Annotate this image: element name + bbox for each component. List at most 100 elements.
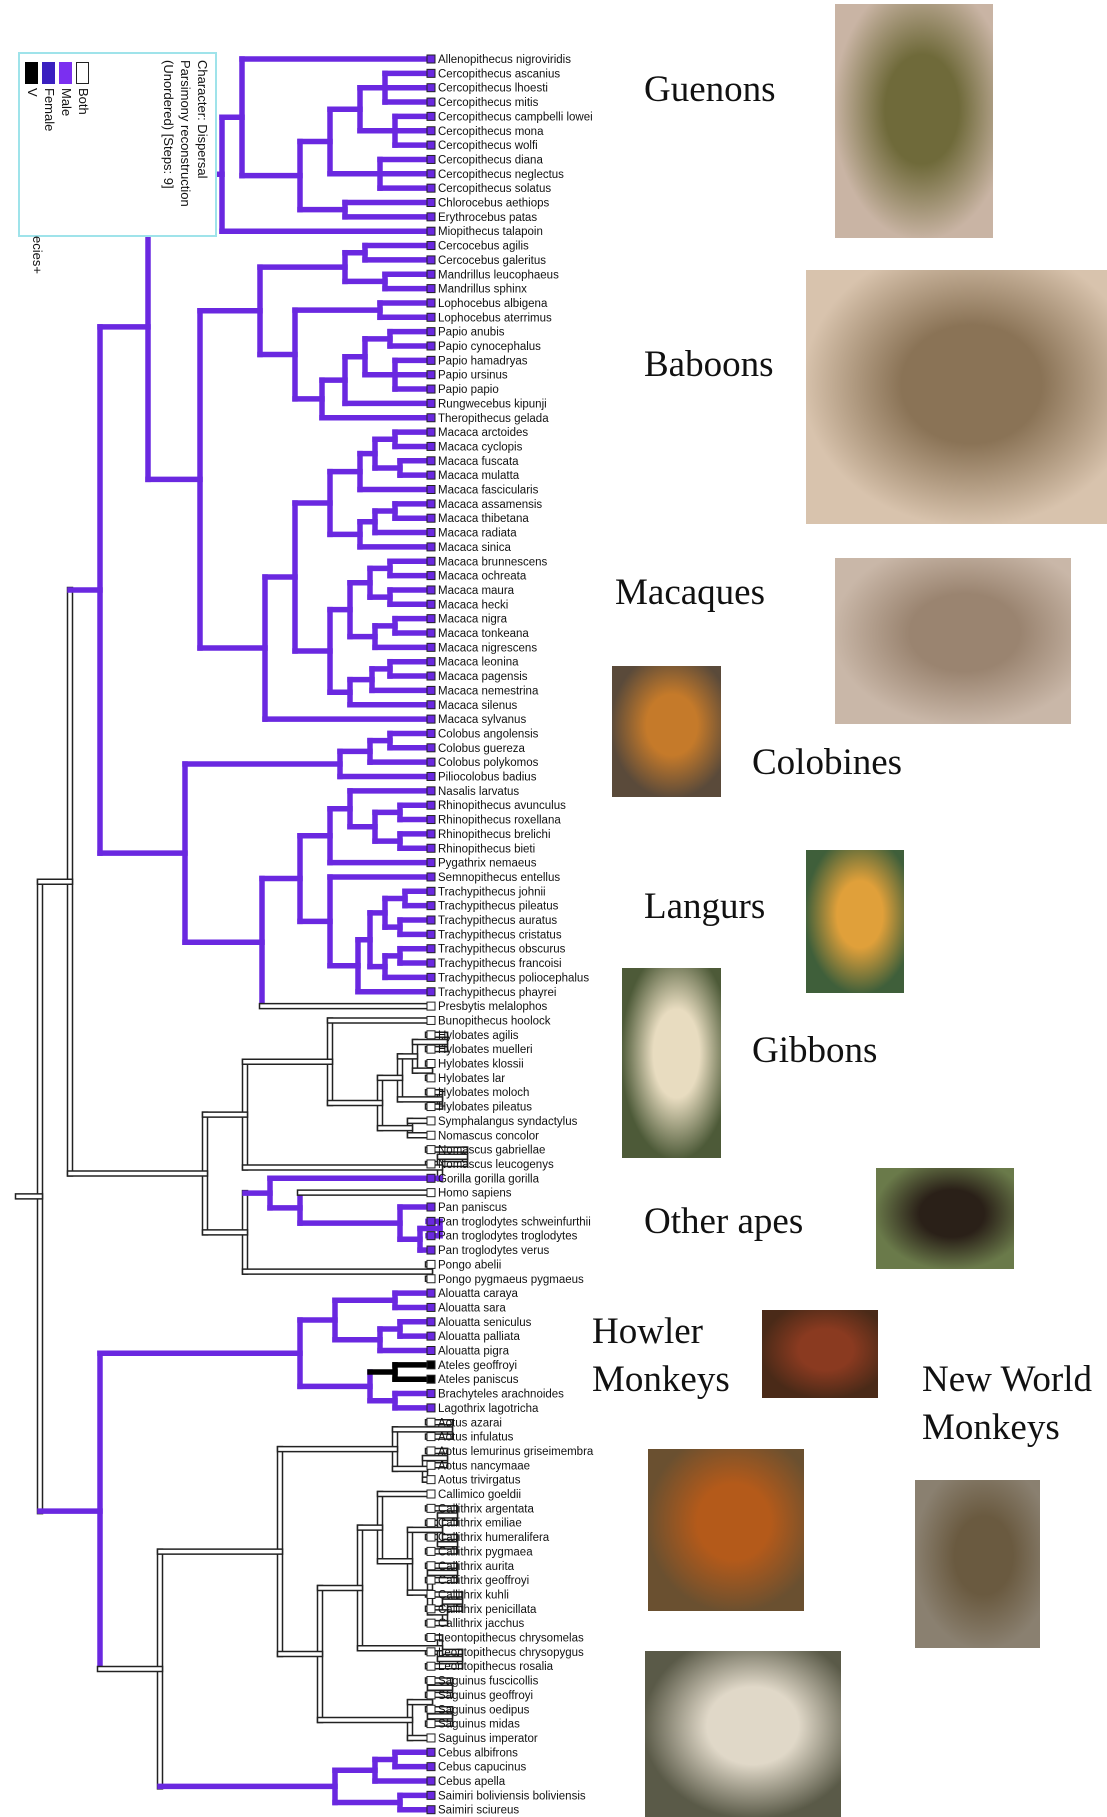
tip-state-box xyxy=(427,399,435,407)
species-label: Alouatta pigra xyxy=(438,1346,510,1358)
tip-state-box xyxy=(427,1590,435,1598)
species-label: Nomascus gabriellae xyxy=(438,1145,545,1157)
species-label: Lophocebus albigena xyxy=(438,298,548,310)
species-label: Callithrix argentata xyxy=(438,1503,534,1515)
species-label: Callithrix jacchus xyxy=(438,1618,525,1630)
tip-state-box xyxy=(427,55,435,63)
species-label: Rhinopithecus brelichi xyxy=(438,829,551,841)
tip-state-box xyxy=(427,615,435,623)
species-label: Piliocolobus badius xyxy=(438,772,537,784)
tip-state-box xyxy=(427,1160,435,1168)
tip-state-box xyxy=(427,1074,435,1082)
species-label: Nasalis larvatus xyxy=(438,786,519,798)
chimp-photo xyxy=(876,1168,1014,1269)
species-label: Bunopithecus hoolock xyxy=(438,1015,551,1027)
tip-state-box xyxy=(427,758,435,766)
tip-state-box xyxy=(427,859,435,867)
tip-state-box xyxy=(427,686,435,694)
species-label: Macaca brunnescens xyxy=(438,556,548,568)
species-label: Saimiri sciureus xyxy=(438,1805,519,1817)
species-label: Macaca thibetana xyxy=(438,513,529,525)
tip-state-box xyxy=(427,414,435,422)
species-label: Cercopithecus lhoesti xyxy=(438,83,548,95)
species-label: Semnopithecus entellus xyxy=(438,872,560,884)
howler-photo xyxy=(762,1310,878,1398)
marmoset-photo xyxy=(915,1480,1040,1648)
tip-state-box xyxy=(427,69,435,77)
baboon-photo xyxy=(806,270,1107,524)
tip-state-box xyxy=(427,1806,435,1814)
tip-state-box xyxy=(427,1217,435,1225)
tip-state-box xyxy=(427,1275,435,1283)
species-label: Colobus angolensis xyxy=(438,728,539,740)
tip-state-box xyxy=(427,1189,435,1197)
group-label-other-apes: Other apes xyxy=(644,1198,803,1246)
species-label: Ateles geoffroyi xyxy=(438,1360,517,1372)
tip-state-box xyxy=(427,672,435,680)
tip-state-box xyxy=(427,500,435,508)
group-label-baboons: Baboons xyxy=(644,341,774,389)
species-label: Hylobates agilis xyxy=(438,1030,519,1042)
tip-state-box xyxy=(427,184,435,192)
species-label: Cercopithecus neglectus xyxy=(438,169,564,181)
legend-swatch-male xyxy=(59,62,72,84)
tip-state-box xyxy=(427,715,435,723)
species-label: Macaca nemestrina xyxy=(438,685,539,697)
species-label: Cebus capucinus xyxy=(438,1762,526,1774)
tip-state-box xyxy=(427,1332,435,1340)
species-label: Cercopithecus ascanius xyxy=(438,68,560,80)
tip-state-box xyxy=(427,1146,435,1154)
group-label-new-world-monkeys: New World Monkeys xyxy=(922,1356,1092,1452)
species-label: Hylobates pileatus xyxy=(438,1102,532,1114)
species-label: Hylobates muelleri xyxy=(438,1044,533,1056)
species-label: Macaca mulatta xyxy=(438,470,520,482)
tip-state-box xyxy=(427,773,435,781)
tip-state-box xyxy=(427,313,435,321)
tip-state-box xyxy=(427,170,435,178)
tip-state-box xyxy=(427,155,435,163)
species-label: Lagothrix lagotricha xyxy=(438,1403,539,1415)
species-label: Hylobates klossii xyxy=(438,1059,524,1071)
tip-state-box xyxy=(427,744,435,752)
capuchin-photo xyxy=(645,1651,841,1817)
tamarin-photo xyxy=(648,1449,804,1611)
tip-state-box xyxy=(427,1060,435,1068)
tip-state-box xyxy=(427,1662,435,1670)
species-label: Trachypithecus cristatus xyxy=(438,929,562,941)
tip-state-box xyxy=(427,1375,435,1383)
species-label: Erythrocebus patas xyxy=(438,212,537,224)
species-label: Pan troglodytes schweinfurthii xyxy=(438,1216,591,1228)
legend-method: Parsimony reconstruction xyxy=(178,60,192,207)
tip-state-box xyxy=(427,1045,435,1053)
legend-truncated-text: ecies+ xyxy=(30,236,45,274)
tip-state-box xyxy=(427,471,435,479)
legend-swatch-v xyxy=(25,62,38,84)
species-label: Aotus nancymaae xyxy=(438,1460,530,1472)
species-label: Gorilla gorilla gorilla xyxy=(438,1173,540,1185)
species-label: Aotus infulatus xyxy=(438,1432,514,1444)
species-label: Leontopithecus rosalia xyxy=(438,1661,554,1673)
species-label: Leontopithecus chrysomelas xyxy=(438,1633,584,1645)
species-label: Papio cynocephalus xyxy=(438,341,541,353)
species-label: Trachypithecus obscurus xyxy=(438,944,566,956)
species-label: Nomascus concolor xyxy=(438,1130,539,1142)
tip-state-box xyxy=(427,801,435,809)
tip-state-box xyxy=(427,543,435,551)
species-label: Trachypithecus auratus xyxy=(438,915,557,927)
tip-state-box xyxy=(427,529,435,537)
species-label: Macaca sylvanus xyxy=(438,714,526,726)
species-label: Macaca hecki xyxy=(438,599,508,611)
legend-swatch-female xyxy=(42,62,55,84)
tip-state-box xyxy=(427,213,435,221)
tip-state-box xyxy=(427,988,435,996)
tip-state-box xyxy=(427,1619,435,1627)
species-label: Trachypithecus johnii xyxy=(438,886,546,898)
tip-state-box xyxy=(427,1418,435,1426)
tip-state-box xyxy=(427,1404,435,1412)
species-label: Macaca nigra xyxy=(438,614,508,626)
species-label: Alouatta caraya xyxy=(438,1288,519,1300)
tip-state-box xyxy=(427,572,435,580)
tip-state-box xyxy=(427,916,435,924)
group-label-guenons: Guenons xyxy=(644,66,776,114)
tip-state-box xyxy=(427,1777,435,1785)
